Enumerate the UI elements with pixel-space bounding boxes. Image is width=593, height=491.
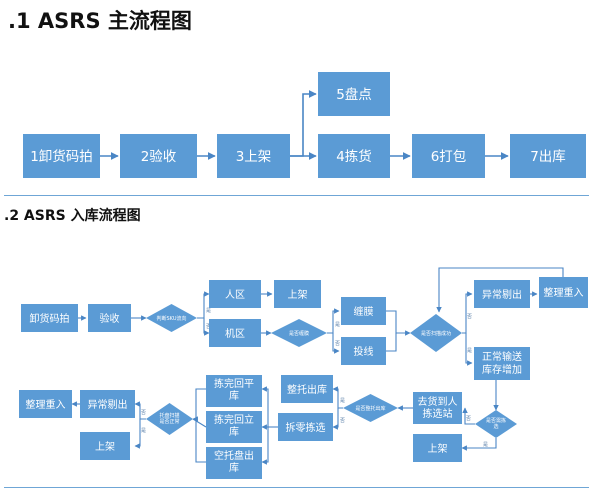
main-ship-box: 7出库 xyxy=(510,134,586,178)
main-unload-box: 1卸货码拍 xyxy=(23,134,100,178)
main-pack-box: 6打包 xyxy=(412,134,485,178)
judge-pallet-label: 托盘扫描是否正常 xyxy=(159,412,179,425)
partial-pick-label: 拆零拣选 xyxy=(286,421,326,434)
exception-top-box: 异常剔出 xyxy=(474,280,530,308)
shelve-bottom-box: 上架 xyxy=(80,432,130,460)
svg-text:是: 是 xyxy=(335,322,340,328)
exception-bottom-box: 异常剔出 xyxy=(80,390,135,418)
manual-shelve-label: 上架 xyxy=(288,289,308,301)
empty-pallet-out-label: 空托盘出库 xyxy=(214,449,254,474)
svg-text:否: 否 xyxy=(467,314,472,320)
whole-pallet-out-label: 整托出库 xyxy=(287,383,327,396)
inbound-branch-labels: 是 否 是 否 否 是 否 是 是 否 否 是 xyxy=(141,308,488,448)
empty-pallet-out-box: 空托盘出库 xyxy=(206,447,262,479)
svg-text:是: 是 xyxy=(206,308,211,314)
reorganize-top-label: 整理重入 xyxy=(544,286,584,299)
main-shelve-box: 3上架 xyxy=(217,134,290,178)
manual-zone-box: 人区 xyxy=(209,280,261,308)
main-ship-label: 7出库 xyxy=(530,149,566,165)
svg-text:否: 否 xyxy=(141,410,146,416)
judge-whole-decision: 是否整托出库 xyxy=(343,394,398,422)
reorganize-bottom-label: 整理重入 xyxy=(26,398,66,411)
main-shelve-label: 3上架 xyxy=(236,149,272,165)
judge-sku-decision: 判断SKU流向 xyxy=(146,304,197,332)
wrap-box: 缠膜 xyxy=(341,297,386,325)
section2-divider xyxy=(4,487,589,488)
svg-text:是: 是 xyxy=(340,398,345,404)
return-stereo-label: 拣完回立库 xyxy=(214,413,254,438)
judge-whole-label: 是否整托出库 xyxy=(355,405,385,412)
judge-pick-decision: 是否需拣选 xyxy=(475,410,517,438)
section1-divider xyxy=(4,195,589,196)
put-line-box: 投线 xyxy=(341,337,386,365)
section2-title: .2 ASRS 入库流程图 xyxy=(4,208,141,224)
judge-pick-label: 是否需拣选 xyxy=(486,417,506,430)
inbound-unload-label: 卸货码拍 xyxy=(30,312,70,325)
main-pick-label: 4拣货 xyxy=(336,148,372,165)
shelve-bottom-label: 上架 xyxy=(95,441,115,453)
judge-pallet-decision: 托盘扫描是否正常 xyxy=(146,403,193,435)
normal-convey-label: 正常输送库存增加 xyxy=(482,350,522,376)
reorganize-top-box: 整理重入 xyxy=(539,277,588,308)
main-inspect-box: 2验收 xyxy=(120,134,197,178)
judge-wrap-label: 是否缠膜 xyxy=(289,330,309,337)
svg-text:是: 是 xyxy=(141,428,146,434)
svg-text:是: 是 xyxy=(483,442,488,448)
inbound-flow-connectors xyxy=(71,267,564,465)
main-count-box: 5盘点 xyxy=(318,72,390,116)
svg-text:是: 是 xyxy=(467,348,472,354)
main-count-label: 5盘点 xyxy=(336,86,372,103)
svg-text:否: 否 xyxy=(340,418,345,424)
to-picking-station-box: 去货到人拣选站 xyxy=(413,392,462,424)
exception-bottom-label: 异常剔出 xyxy=(88,398,128,411)
main-unload-label: 1卸货码拍 xyxy=(30,148,93,165)
inbound-inspect-box: 验收 xyxy=(88,304,131,332)
main-pick-box: 4拣货 xyxy=(318,134,390,178)
judge-wrap-decision: 是否缠膜 xyxy=(271,319,327,347)
partial-pick-box: 拆零拣选 xyxy=(278,413,333,441)
machine-zone-label: 机区 xyxy=(225,327,245,340)
return-stereo-box: 拣完回立库 xyxy=(206,411,262,443)
reorganize-bottom-box: 整理重入 xyxy=(19,390,72,418)
judge-scan-label: 是否扫描成功 xyxy=(421,330,451,337)
to-picking-station-label: 去货到人拣选站 xyxy=(418,395,458,420)
put-line-label: 投线 xyxy=(354,345,374,358)
normal-convey-box: 正常输送库存增加 xyxy=(474,347,530,380)
svg-text:否: 否 xyxy=(466,416,471,422)
main-inspect-label: 2验收 xyxy=(141,149,177,165)
manual-shelve-box: 上架 xyxy=(274,280,321,308)
exception-top-label: 异常剔出 xyxy=(482,288,522,301)
manual-zone-label: 人区 xyxy=(225,289,245,301)
main-flow-connectors xyxy=(100,90,509,160)
machine-zone-box: 机区 xyxy=(209,319,261,347)
return-flat-label: 拣完回平库 xyxy=(214,377,254,402)
whole-pallet-out-box: 整托出库 xyxy=(281,375,333,403)
return-flat-box: 拣完回平库 xyxy=(206,375,262,407)
judge-scan-decision: 是否扫描成功 xyxy=(410,314,462,352)
svg-text:否: 否 xyxy=(335,341,340,347)
shelve-station-label: 上架 xyxy=(428,443,448,455)
main-pack-label: 6打包 xyxy=(431,148,467,165)
wrap-label: 缠膜 xyxy=(354,305,374,318)
section1-title: .1 ASRS 主流程图 xyxy=(8,9,192,33)
inbound-inspect-label: 验收 xyxy=(100,312,120,325)
svg-text:否: 否 xyxy=(206,324,211,330)
inbound-unload-box: 卸货码拍 xyxy=(21,304,78,332)
judge-sku-label: 判断SKU流向 xyxy=(157,315,187,322)
shelve-station-box: 上架 xyxy=(413,434,462,462)
